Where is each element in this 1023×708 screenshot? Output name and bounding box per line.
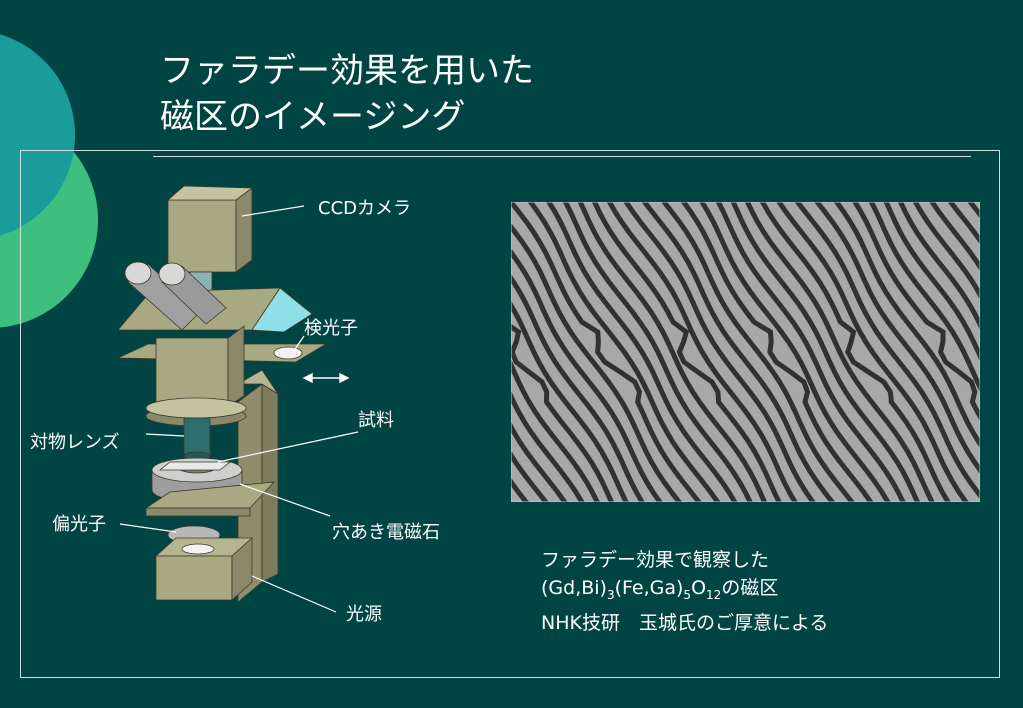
leader-sample (217, 431, 359, 463)
leader-analyzer (292, 335, 305, 353)
leader-objective (145, 433, 185, 437)
label-analyzer: 検光子 (304, 318, 358, 339)
column-top (236, 369, 279, 395)
lamp-front (155, 555, 233, 601)
microscope-diagram (117, 185, 359, 613)
analyzer-hole (273, 346, 303, 360)
sample-slide (158, 461, 232, 471)
title-line-1: ファラデー効果を用いた (160, 51, 534, 91)
camera-side (235, 187, 253, 273)
caption-formula: (Gd,Bi)3(Fe,Ga)5O12の磁区 (541, 577, 779, 602)
camera-top (166, 185, 254, 201)
image-caption: ファラデー効果で観察した (Gd,Bi)3(Fe,Ga)5O12の磁区 NHK技… (541, 546, 828, 637)
label-ccd-camera: CCDカメラ (318, 198, 411, 219)
label-light-source: 光源 (346, 604, 382, 625)
slide-title: ファラデー効果を用いた 磁区のイメージング (160, 48, 534, 140)
title-line-2: 磁区のイメージング (160, 97, 466, 137)
eyepiece-left (124, 261, 201, 331)
eyepiece-right (158, 262, 227, 325)
magnetic-domain-image (511, 202, 980, 502)
content-frame (20, 150, 1000, 678)
objective-lens (183, 417, 211, 457)
slide-direction-arrow (302, 372, 350, 384)
leader-light-source (251, 575, 337, 613)
leader-ccd (241, 205, 305, 217)
caption-line-1: ファラデー効果で観察した (541, 549, 770, 571)
label-holed-electromagnet: 穴あき電磁石 (332, 522, 440, 543)
leader-polarizer (119, 523, 177, 533)
tube-front (155, 337, 229, 407)
camera-front (167, 199, 237, 273)
label-objective-lens: 対物レンズ (30, 432, 120, 453)
title-divider (153, 156, 971, 157)
turret-top (145, 397, 247, 419)
lamp-aperture (181, 543, 215, 555)
lamp-side (231, 537, 253, 601)
label-sample: 試料 (358, 410, 394, 431)
tube-side (227, 325, 245, 407)
head-prism (251, 287, 313, 333)
caption-line-3: NHK技研 玉城氏のご厚意による (541, 611, 829, 634)
label-polarizer: 偏光子 (52, 514, 106, 535)
decorative-circles (0, 34, 98, 328)
leader-electromagnet (239, 483, 331, 517)
